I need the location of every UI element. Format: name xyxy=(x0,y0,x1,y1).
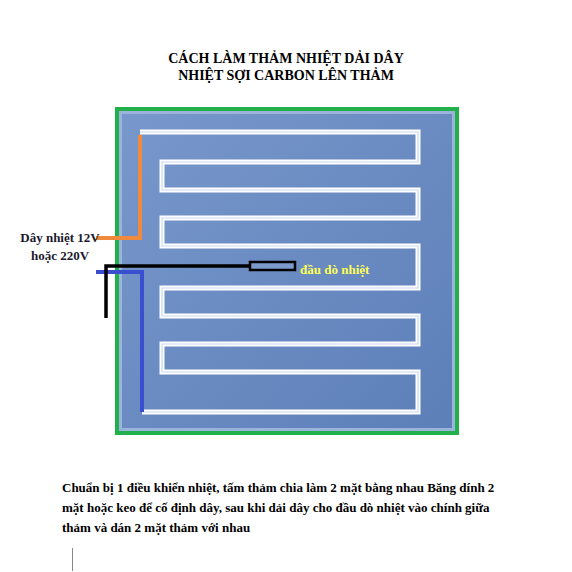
carpet-border xyxy=(117,109,457,433)
diagram-title: CÁCH LÀM THẢM NHIỆT DẢI DÂY NHIỆT SỢI CA… xyxy=(161,50,411,84)
text-cursor xyxy=(72,548,73,571)
wire-label: Dây nhiệt 12V hoặc 220V xyxy=(16,229,104,265)
probe-cable xyxy=(106,266,250,318)
orange-lead-wire xyxy=(96,135,140,238)
blue-lead-wire xyxy=(96,272,142,412)
probe-label: đầu dò nhiệt xyxy=(300,262,369,278)
carpet-surface xyxy=(122,114,452,428)
instruction-caption: Chuẩn bị 1 điều khiển nhiệt, tấm thảm ch… xyxy=(62,478,512,538)
carbon-heating-wire-core xyxy=(140,132,418,412)
temperature-probe xyxy=(250,262,295,270)
carbon-heating-wire xyxy=(140,132,418,412)
